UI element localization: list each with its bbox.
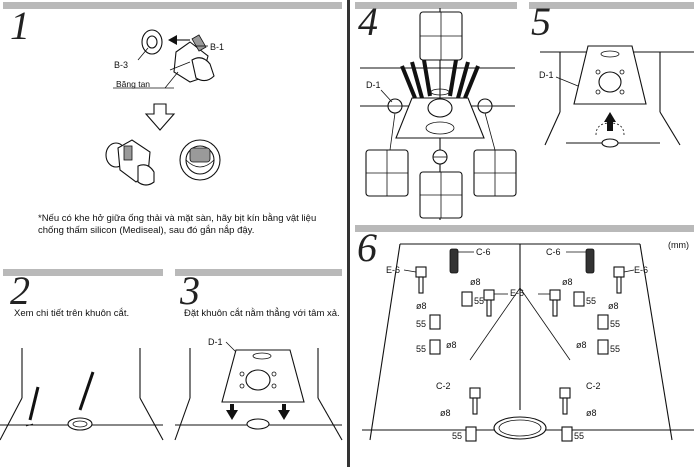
label-d8-6: ø8 (576, 340, 587, 350)
label-d8-3: ø8 (416, 301, 427, 311)
step-number-1: 1 (10, 3, 30, 48)
label-b3: B-3 (114, 60, 129, 70)
label-teflon-tape: Băng tan (116, 79, 151, 89)
label-c2-left: C-2 (436, 381, 451, 391)
step-number-4: 4 (358, 0, 378, 44)
label-55-8: 55 (574, 431, 585, 441)
step5-label-d1: D-1 (539, 70, 554, 80)
step3-label-d1: D-1 (208, 337, 223, 347)
step6-unit: (mm) (668, 240, 689, 250)
label-d8-2: ø8 (562, 277, 573, 287)
column-divider (347, 0, 350, 467)
label-c6-left: C-6 (476, 247, 491, 257)
header-bar-step6 (355, 225, 694, 232)
header-bar-step1 (3, 2, 342, 9)
step4-label-d1: D-1 (366, 80, 381, 90)
label-55-4: 55 (610, 319, 621, 329)
label-55-7: 55 (452, 431, 463, 441)
label-d8-8: ø8 (586, 408, 597, 418)
label-55-3: 55 (416, 319, 427, 329)
label-55-2: 55 (586, 296, 597, 306)
label-d8-7: ø8 (440, 408, 451, 418)
label-c6-right: C-6 (546, 247, 561, 257)
label-e6-left: E-6 (386, 265, 401, 275)
label-d8-5: ø8 (446, 340, 457, 350)
step-number-3: 3 (180, 268, 200, 313)
step-number-2: 2 (10, 268, 30, 313)
label-e6-right: E-6 (634, 265, 649, 275)
header-bar-step5 (529, 2, 694, 9)
step-number-5: 5 (531, 0, 551, 44)
label-c2-right: C-2 (586, 381, 601, 391)
label-b1: B-1 (210, 42, 225, 52)
label-55-5: 55 (416, 344, 427, 354)
step2-text: Xem chi tiết trên khuôn cắt. (14, 308, 130, 319)
step-number-6: 6 (357, 225, 377, 270)
header-bar-step4 (355, 2, 517, 9)
header-bar-step3 (175, 269, 342, 276)
label-55-1: 55 (474, 296, 485, 306)
label-d8-1: ø8 (470, 277, 481, 287)
step1-note: *Nếu có khe hở giữa ống thải và mặt sàn,… (38, 213, 317, 236)
step3-text: Đặt khuôn cắt nằm thẳng với tâm xả. (184, 308, 340, 319)
header-bar-step2 (3, 269, 163, 276)
label-d8-4: ø8 (608, 301, 619, 311)
label-55-6: 55 (610, 344, 621, 354)
label-e6-mid: E-6 (510, 288, 525, 298)
